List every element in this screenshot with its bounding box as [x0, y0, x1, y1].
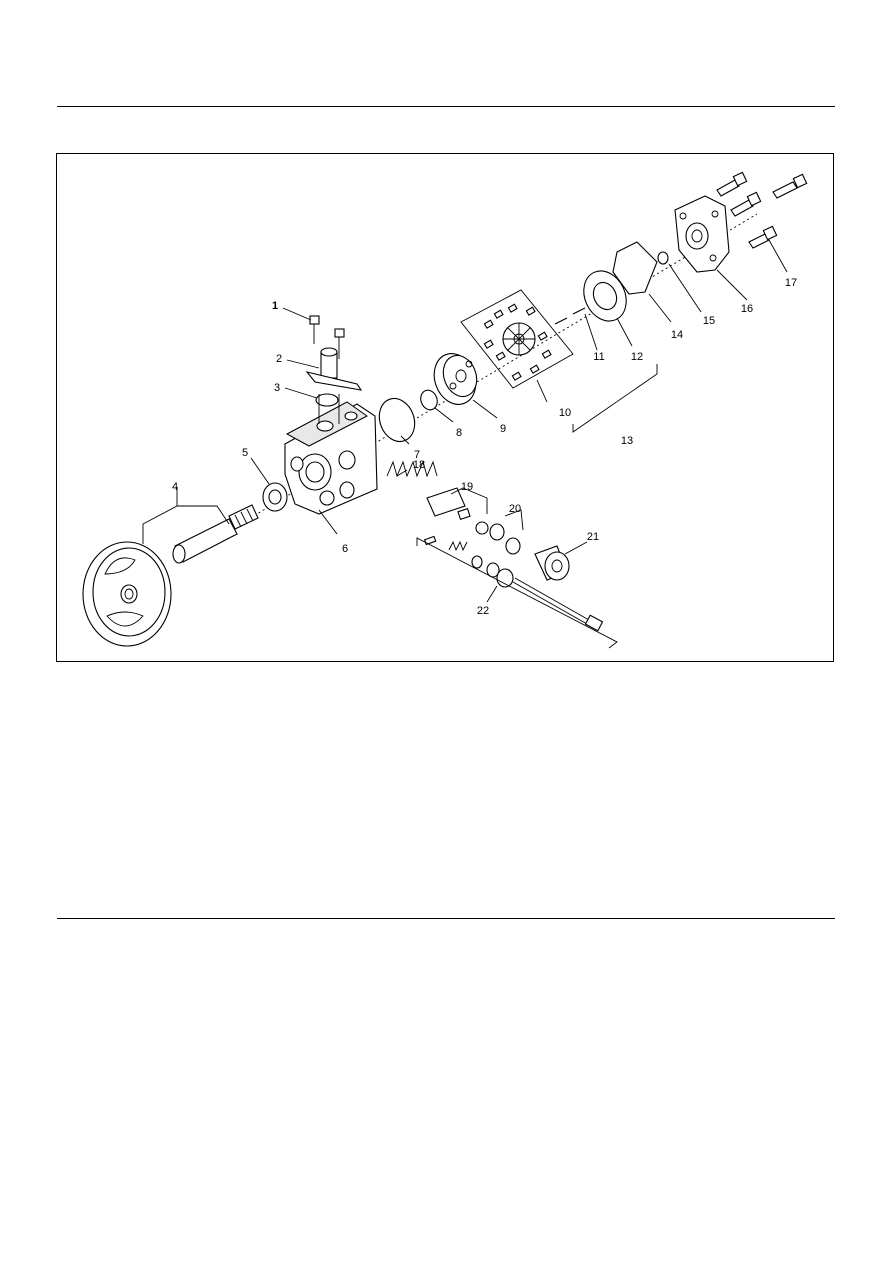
callout-2: 2: [276, 353, 282, 365]
callout-9: 9: [500, 423, 506, 435]
pins: [554, 307, 586, 325]
callout-1: 1: [272, 300, 278, 312]
rear-bolts: [716, 171, 808, 249]
footer-rule: [57, 918, 835, 919]
callout-15: 15: [703, 315, 715, 327]
callout-21: 21: [587, 531, 599, 543]
pressure-switch: [423, 535, 604, 632]
side-plate: [433, 353, 478, 405]
callout-12: 12: [631, 351, 643, 363]
rotor-and-vanes: [460, 289, 574, 389]
header-rule: [57, 106, 835, 107]
shaft: [172, 504, 259, 564]
callout-3: 3: [274, 382, 280, 394]
callout-10: 10: [559, 407, 571, 419]
outlet-connector: [534, 545, 570, 581]
o-ring-7: [378, 397, 416, 443]
callout-13: 13: [621, 435, 633, 447]
callout-22: 22: [477, 605, 489, 617]
callout-8: 8: [456, 427, 462, 439]
bolts: [309, 315, 345, 359]
cam-ring: [583, 270, 627, 322]
flow-control-valve: [426, 487, 489, 535]
callout-20: 20: [509, 503, 521, 515]
o-ring-8: [420, 389, 438, 411]
callout-6: 6: [342, 543, 348, 555]
o-ring-20a: [489, 523, 505, 541]
exploded-view-figure: 1 2 3 4 5 6 7 8 9 10 11 12 13 14 15 16 1…: [56, 153, 834, 662]
o-ring-3: [315, 393, 339, 407]
callout-14: 14: [671, 329, 683, 341]
flow-control-spring: [386, 460, 438, 478]
callout-5: 5: [242, 447, 248, 459]
callout-18: 18: [413, 459, 425, 471]
o-ring-14: [612, 241, 658, 295]
callout-leaders: [142, 239, 788, 649]
callout-7: 7: [414, 449, 420, 461]
suction-connector: [305, 347, 363, 391]
callout-17: 17: [785, 277, 797, 289]
callout-11: 11: [593, 351, 604, 363]
callout-19: 19: [461, 481, 473, 493]
pulley: [82, 541, 172, 647]
pump-body: [284, 401, 378, 515]
power-steering-pump-exploded-diagram: 1 2 3 4 5 6 7 8 9 10 11 12 13 14 15 16 1…: [82, 171, 808, 649]
callout-16: 16: [741, 303, 753, 315]
o-ring-20b: [505, 537, 521, 555]
callout-4: 4: [172, 481, 178, 493]
oil-seal: [262, 482, 288, 512]
o-ring-15: [657, 251, 669, 265]
rear-housing: [674, 195, 730, 273]
